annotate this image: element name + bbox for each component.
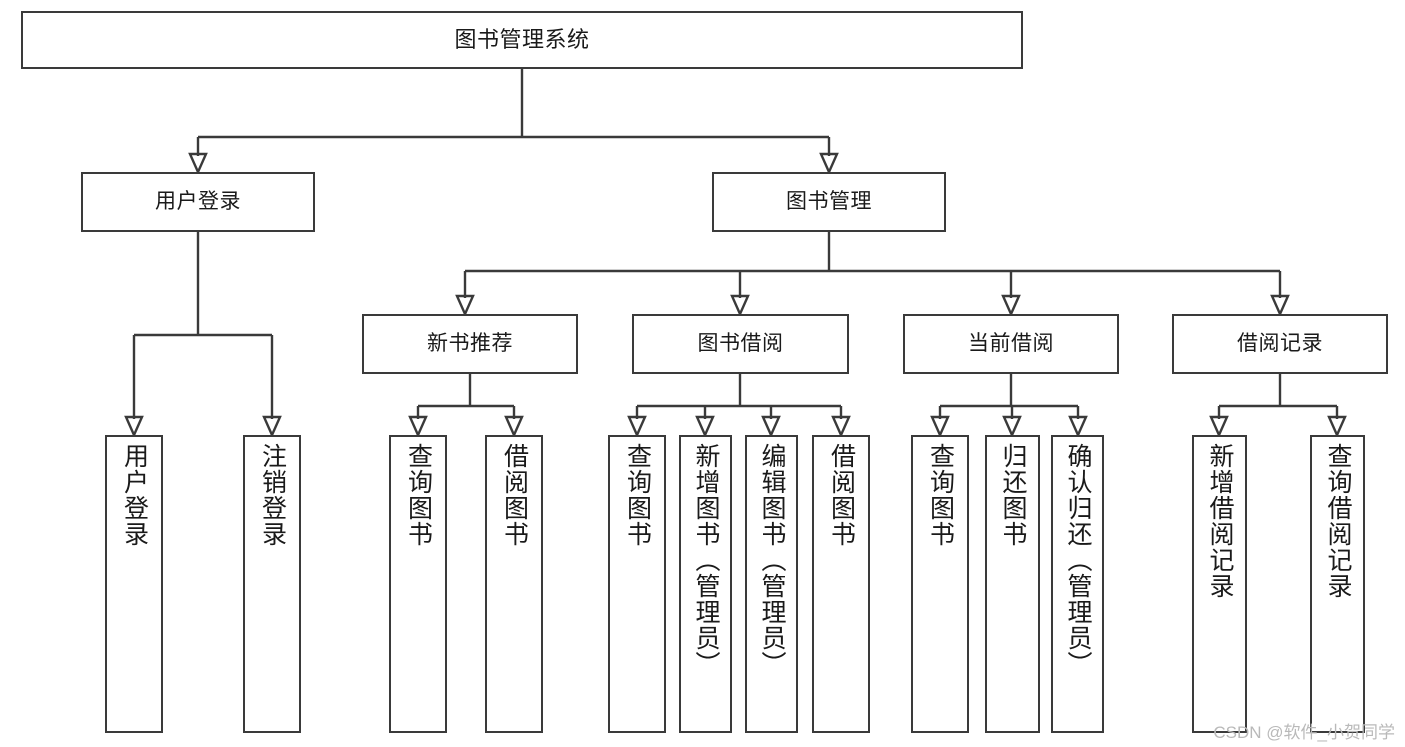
node-leaf-br-query-record: 查询借阅记录	[1310, 435, 1365, 733]
node-label-book-manage: 图书管理	[786, 189, 872, 213]
arrowhead-7	[1270, 294, 1290, 317]
node-root: 图书管理系统	[21, 11, 1023, 69]
node-leaf-bb-add-book: 新增图书（管理员）	[679, 435, 732, 733]
node-leaf-cb-confirm-return: 确认归还（管理员）	[1051, 435, 1104, 733]
node-leaf-cb-return-book: 归还图书	[985, 435, 1040, 733]
arrowhead-9	[504, 415, 524, 438]
arrowhead-12	[761, 415, 781, 438]
node-label-book-borrow: 图书借阅	[697, 331, 784, 355]
node-leaf-logout: 注销登录	[243, 435, 301, 733]
node-label-leaf-bb-borrow-book: 借阅图书	[827, 443, 856, 547]
node-leaf-bb-query-book: 查询图书	[608, 435, 666, 733]
node-label-leaf-cb-query-book: 查询图书	[926, 443, 955, 547]
watermark-label: CSDN @软件_小贺同学	[1213, 723, 1395, 742]
arrowhead-2	[124, 415, 144, 438]
arrowhead-6	[1001, 294, 1021, 317]
node-label-leaf-logout: 注销登录	[258, 443, 287, 547]
node-user-login: 用户登录	[81, 172, 315, 232]
node-leaf-bb-borrow-book: 借阅图书	[812, 435, 870, 733]
arrowhead-16	[1068, 415, 1088, 438]
node-label-current-borrow: 当前借阅	[968, 331, 1054, 355]
node-leaf-user-login: 用户登录	[105, 435, 163, 733]
arrowhead-1	[819, 152, 839, 175]
node-book-borrow: 图书借阅	[632, 314, 849, 374]
node-borrow-record: 借阅记录	[1172, 314, 1388, 374]
node-leaf-rec-borrow-book: 借阅图书	[485, 435, 543, 733]
node-label-new-book-rec: 新书推荐	[427, 331, 513, 355]
node-current-borrow: 当前借阅	[903, 314, 1119, 374]
arrowhead-8	[408, 415, 428, 438]
node-label-leaf-bb-query-book: 查询图书	[623, 443, 652, 547]
arrowhead-11	[695, 415, 715, 438]
node-label-leaf-rec-query-book: 查询图书	[404, 443, 433, 547]
arrowhead-15	[1002, 415, 1022, 438]
node-label-leaf-rec-borrow-book: 借阅图书	[500, 443, 529, 547]
node-leaf-cb-query-book: 查询图书	[911, 435, 969, 733]
arrowhead-0	[188, 152, 208, 175]
node-book-manage: 图书管理	[712, 172, 946, 232]
node-label-leaf-cb-confirm-return: 确认归还（管理员）	[1064, 443, 1092, 677]
arrowhead-14	[930, 415, 950, 438]
node-label-leaf-br-query-record: 查询借阅记录	[1324, 443, 1352, 599]
node-new-book-rec: 新书推荐	[362, 314, 578, 374]
arrowhead-3	[262, 415, 282, 438]
node-label-leaf-cb-return-book: 归还图书	[999, 443, 1027, 547]
node-label-leaf-br-add-record: 新增借阅记录	[1206, 443, 1234, 599]
arrowhead-4	[455, 294, 475, 317]
arrowhead-17	[1209, 415, 1229, 438]
node-leaf-bb-edit-book: 编辑图书（管理员）	[745, 435, 798, 733]
node-leaf-br-add-record: 新增借阅记录	[1192, 435, 1247, 733]
node-label-leaf-bb-edit-book: 编辑图书（管理员）	[758, 443, 786, 677]
arrowhead-10	[627, 415, 647, 438]
node-label-user-login: 用户登录	[155, 189, 241, 213]
arrowhead-5	[730, 294, 750, 317]
node-label-leaf-user-login: 用户登录	[120, 443, 149, 547]
node-label-borrow-record: 借阅记录	[1237, 331, 1323, 355]
node-label-root: 图书管理系统	[454, 27, 590, 53]
node-leaf-rec-query-book: 查询图书	[389, 435, 447, 733]
arrowhead-18	[1327, 415, 1347, 438]
node-label-leaf-bb-add-book: 新增图书（管理员）	[692, 443, 720, 677]
arrowhead-13	[831, 415, 851, 438]
